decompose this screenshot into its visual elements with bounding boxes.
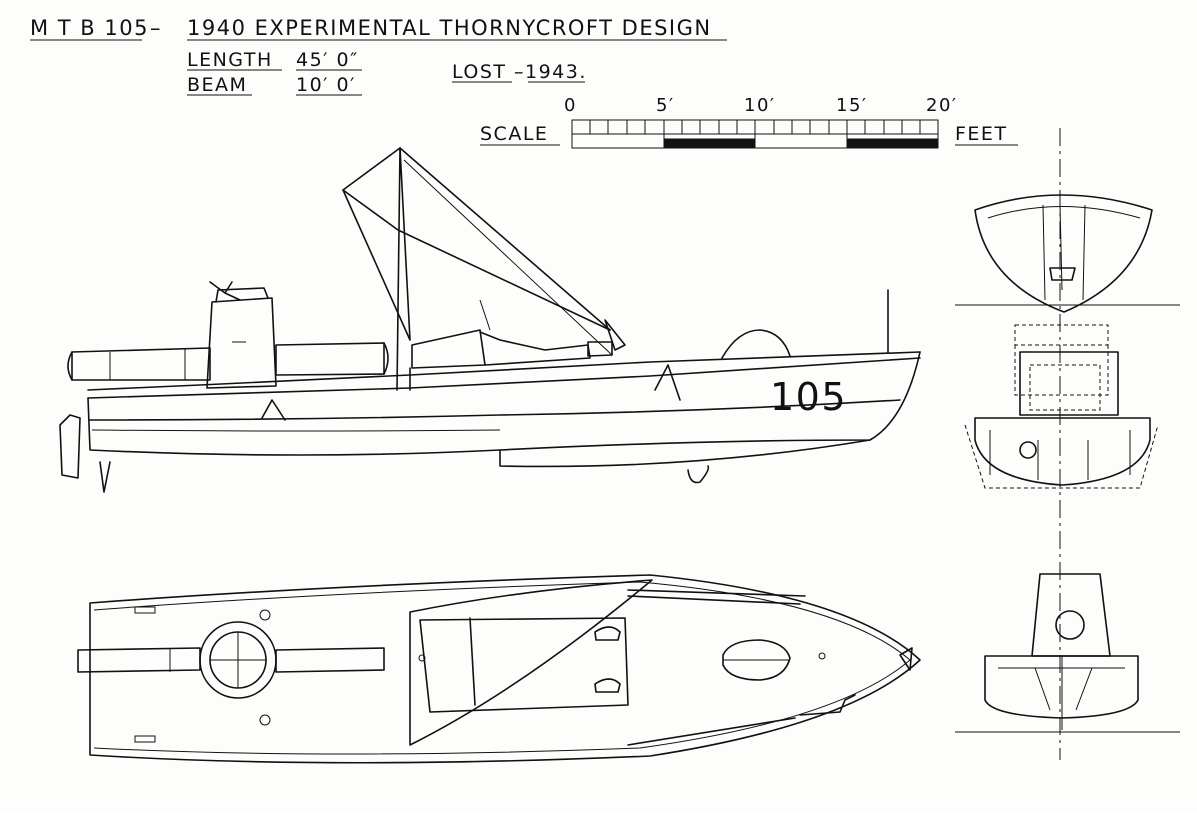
torpedo-tube-fwd	[275, 342, 385, 376]
plan-view	[77, 574, 921, 764]
scale-bar: SCALE FEET 0 5′ 10′ 15′ 20′	[480, 95, 1018, 149]
scale-tick-0: 0	[564, 95, 577, 116]
title-block: M T B 105 – 1940 EXPERIMENTAL THORNYCROF…	[30, 16, 727, 96]
vessel-name: M T B 105	[30, 16, 149, 40]
section-views	[955, 128, 1180, 760]
mast	[396, 147, 401, 391]
deck-outline	[89, 574, 921, 764]
scale-tick-5: 5′	[656, 95, 675, 116]
lost-year: –1943.	[514, 61, 587, 83]
design-title: 1940 EXPERIMENTAL THORNYCROFT DESIGN	[187, 16, 712, 40]
rudder	[59, 414, 81, 479]
scale-tick-20: 20′	[926, 95, 958, 116]
scale-tick-10: 10′	[744, 95, 776, 116]
stern-section	[955, 573, 1180, 733]
hull-outline	[87, 351, 921, 456]
length-label: LENGTH	[187, 49, 273, 71]
plan-torpedo-fwd	[275, 647, 385, 673]
beam-value: 10′ 0′	[296, 74, 356, 96]
beam-label: BEAM	[187, 74, 247, 96]
lost-label: LOST	[452, 61, 507, 83]
hull-number: 105	[770, 375, 847, 419]
side-profile-view: 105	[59, 147, 921, 493]
scale-tick-15: 15′	[836, 95, 868, 116]
torpedo-tube-aft	[71, 347, 211, 381]
cockpit	[419, 617, 629, 713]
title-dash: –	[150, 16, 162, 40]
midship-section	[964, 324, 1159, 489]
gun-tower	[206, 297, 277, 389]
plan-torpedo-aft	[77, 647, 201, 673]
scale-label: SCALE	[480, 123, 548, 145]
scale-unit: FEET	[955, 123, 1008, 145]
length-value: 45′ 0″	[296, 49, 359, 71]
bow-section	[955, 194, 1180, 313]
